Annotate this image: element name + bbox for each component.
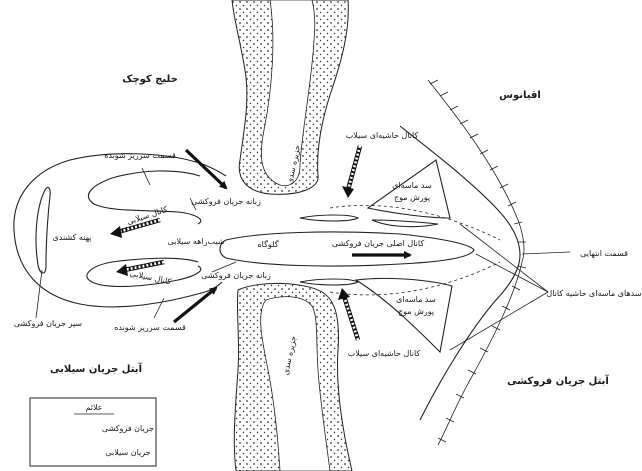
barrier-island-bottom — [234, 283, 352, 471]
label-ocean: اقیانوس — [499, 90, 541, 101]
label-flood-delta: آبتل جریان سیلابی — [50, 362, 143, 375]
flood-arrow-bottom-channel — [338, 288, 358, 340]
label-swash-bar-bottom-1: سد ماسه‌ای — [396, 295, 436, 304]
label-spill-over-bottom: قسمت سرریز شونده — [114, 323, 186, 332]
label-ebb-tongue-top: زبانه جریان فروکشی — [191, 197, 261, 206]
label-swash-bar-top-2: پورش موج — [394, 193, 430, 202]
legend-flood-current: جریان سیلابی — [105, 448, 150, 457]
label-flood-channel-left-bottom: کانال سیلابی — [129, 269, 172, 287]
ebb-arrow-bottom-left — [174, 288, 216, 322]
label-gorge: گلوگاه — [257, 239, 278, 249]
legend-ebb-current: جریان فروکشی — [102, 424, 154, 433]
label-channel-margin-bars: سدهای ماسه‌ای حاشیه کانال — [546, 289, 641, 298]
label-marginal-flood-channel-bottom: کانال حاشیه‌ای سیلاب — [348, 349, 421, 358]
label-flood-ramp: شیب‌راهه سیلابی — [168, 237, 225, 246]
label-spill-over-top: قسمت سرریز شونده — [104, 151, 176, 160]
label-swash-bar-bottom-2: پورش موج — [398, 307, 434, 316]
label-swash-bar-top-1: سد ماسه‌ای — [392, 181, 432, 190]
label-ebb-delta: آبتل جریان فروکشی — [507, 374, 609, 387]
label-marginal-flood-channel-top: کانال حاشیه‌ای سیلاب — [346, 131, 419, 140]
label-small-bay: خلیج کوچک — [122, 74, 178, 85]
legend: علائم جریان فروکشی جریان سیلابی — [30, 398, 156, 466]
label-main-ebb-channel: کانال اصلی جریان فروکشی — [332, 239, 424, 248]
ebb-arrows — [44, 150, 410, 428]
flood-arrow-top-channel — [342, 146, 360, 198]
label-ebb-tongue-bottom: زبانه جریان فروکشی — [201, 271, 271, 280]
label-ebb-shield: سپر جریان فروکشی — [14, 319, 83, 328]
ebb-arrow-top-left — [186, 150, 226, 188]
label-terminal-lobe: قسمت انتهایی — [580, 249, 628, 258]
label-flood-plain: پهنه کشندی — [53, 233, 92, 242]
ebb-margin-ticks — [430, 80, 526, 442]
legend-title: علائم — [85, 403, 102, 412]
